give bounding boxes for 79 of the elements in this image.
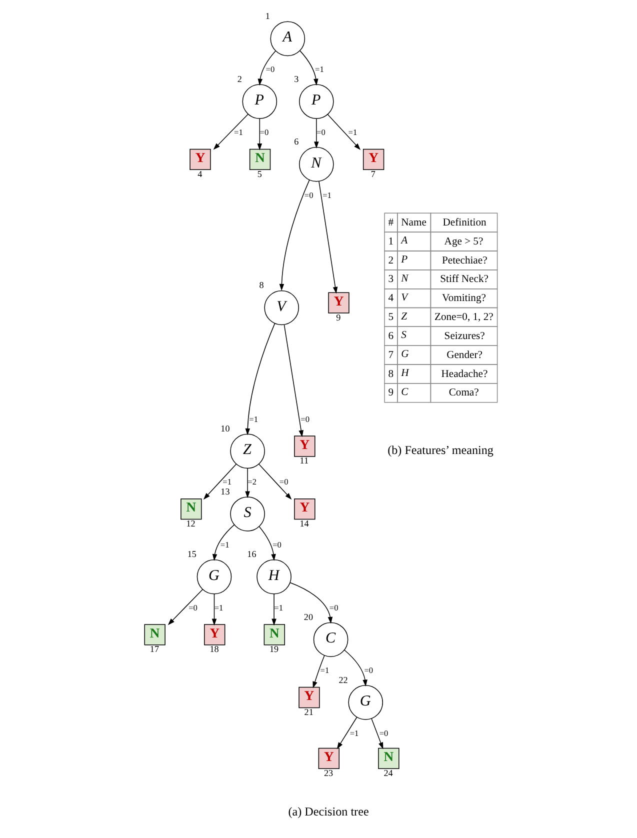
edge-label: =0 <box>329 603 338 612</box>
node-label: 4 <box>198 168 202 179</box>
label: N <box>401 273 408 284</box>
edge-label: =0 <box>304 190 314 200</box>
edge-label: =0 <box>266 65 275 74</box>
edge-label: =1 <box>320 666 330 676</box>
node-label: 20 <box>304 612 314 622</box>
edge-label: =1 <box>322 190 332 200</box>
node-label: 22 <box>338 674 348 685</box>
label: G <box>401 349 409 360</box>
node-label: 17 <box>150 644 159 654</box>
edge-label: =1 <box>315 65 324 74</box>
label: Stiff Neck? <box>440 274 488 286</box>
label: 6 <box>388 330 394 342</box>
node-label: 15 <box>187 549 196 560</box>
edge-label: =0 <box>279 478 288 487</box>
node-label: 14 <box>300 518 309 529</box>
node-label: 2 <box>237 74 242 84</box>
label: 1 <box>388 236 394 248</box>
node-label: 3 <box>294 74 299 84</box>
label: P <box>401 254 408 266</box>
node-label: 11 <box>300 456 309 466</box>
label: Definition <box>442 217 486 228</box>
label: 7 <box>388 350 394 361</box>
label: Seizures? <box>444 330 485 342</box>
label: Age > 5? <box>444 236 484 248</box>
label: C <box>401 386 408 398</box>
label: Name <box>401 217 426 228</box>
label: H <box>401 368 409 380</box>
node-label: 6 <box>294 136 299 147</box>
node-label: 12 <box>186 518 196 529</box>
edge-label: =0 <box>379 728 388 738</box>
edge-label: =0 <box>300 414 310 424</box>
label: # <box>388 217 394 228</box>
label: 9 <box>388 388 394 399</box>
edge-label: =1 <box>350 728 359 738</box>
label: Vomiting? <box>442 293 486 304</box>
edge-label: =1 <box>348 128 358 138</box>
label: V <box>401 292 408 304</box>
node-label: 8 <box>259 280 264 290</box>
node-label: 16 <box>247 549 256 560</box>
edge-label: =0 <box>272 540 282 550</box>
label: Zone=0, 1, 2? <box>434 312 494 324</box>
label: (a) Decision tree <box>288 804 369 818</box>
node-label: 19 <box>269 644 279 654</box>
node-label: 5 <box>257 168 262 179</box>
label: 5 <box>388 312 394 324</box>
edge-label: =1 <box>214 603 224 612</box>
label: Coma? <box>448 388 479 399</box>
edge-label: =1 <box>274 603 284 612</box>
label: A <box>401 236 408 247</box>
edge-label: =1 <box>234 128 243 138</box>
node-label: 1 <box>265 11 270 22</box>
label: 4 <box>388 293 394 304</box>
label: Gender? <box>446 350 482 361</box>
node-label: 9 <box>336 312 341 322</box>
label: 8 <box>388 368 394 380</box>
edge-label: =1 <box>220 540 230 550</box>
node-label: 13 <box>220 486 230 496</box>
edge-label: =1 <box>249 414 258 424</box>
node-label: 24 <box>384 768 393 778</box>
node-label: 7 <box>370 168 376 179</box>
edge-label: =1 <box>222 478 232 487</box>
node-label: 23 <box>324 768 334 778</box>
label: (b) Features’ meaning <box>388 443 494 458</box>
label: S <box>401 330 406 342</box>
node-label: 21 <box>304 706 314 717</box>
edge-label: =0 <box>260 128 269 138</box>
edge-label: =2 <box>248 478 257 487</box>
node-label: 18 <box>210 644 219 654</box>
label: Headache? <box>441 368 488 380</box>
label: Z <box>401 311 408 322</box>
label: Petechiae? <box>442 255 488 266</box>
edge-label: =0 <box>364 666 374 676</box>
label: 2 <box>388 255 394 266</box>
edge-label: =0 <box>316 128 326 138</box>
node-label: 10 <box>220 424 230 434</box>
edge-label: =0 <box>188 603 198 612</box>
label: 3 <box>388 274 394 286</box>
